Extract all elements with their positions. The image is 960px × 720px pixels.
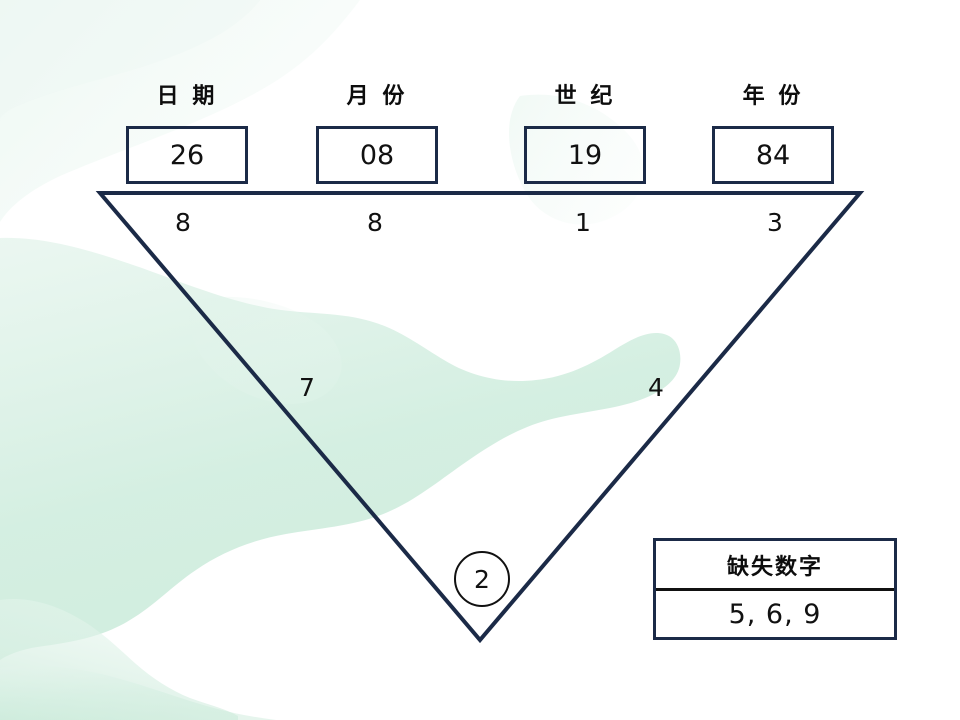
value-box-century[interactable]: 19 (524, 126, 646, 184)
value-box-month[interactable]: 08 (316, 126, 438, 184)
value-box-year[interactable]: 84 (712, 126, 834, 184)
missing-digits-table: 缺失数字 5, 6, 9 (653, 538, 897, 640)
reduced-digit-year: 3 (767, 208, 783, 237)
value-box-date-text: 26 (169, 139, 205, 171)
final-result-value: 2 (474, 564, 490, 594)
value-box-century-text: 19 (567, 139, 603, 171)
value-box-year-text: 84 (755, 139, 791, 171)
column-header-year: 年 份 (742, 83, 804, 109)
value-box-date[interactable]: 26 (126, 126, 248, 184)
missing-digits-value: 5, 6, 9 (728, 598, 822, 630)
reduced-digit-century: 1 (575, 208, 591, 237)
final-result-circle: 2 (454, 551, 510, 607)
column-header-month: 月 份 (346, 83, 408, 109)
column-header-date: 日 期 (156, 83, 218, 109)
reduced-digit-left-pair: 7 (299, 373, 315, 402)
reduced-digit-date: 8 (175, 208, 191, 237)
value-box-month-text: 08 (359, 139, 395, 171)
column-header-century: 世 纪 (554, 83, 616, 109)
reduced-digit-month: 8 (367, 208, 383, 237)
reduced-digit-right-pair: 4 (648, 373, 664, 402)
missing-digits-header: 缺失数字 (656, 541, 894, 591)
